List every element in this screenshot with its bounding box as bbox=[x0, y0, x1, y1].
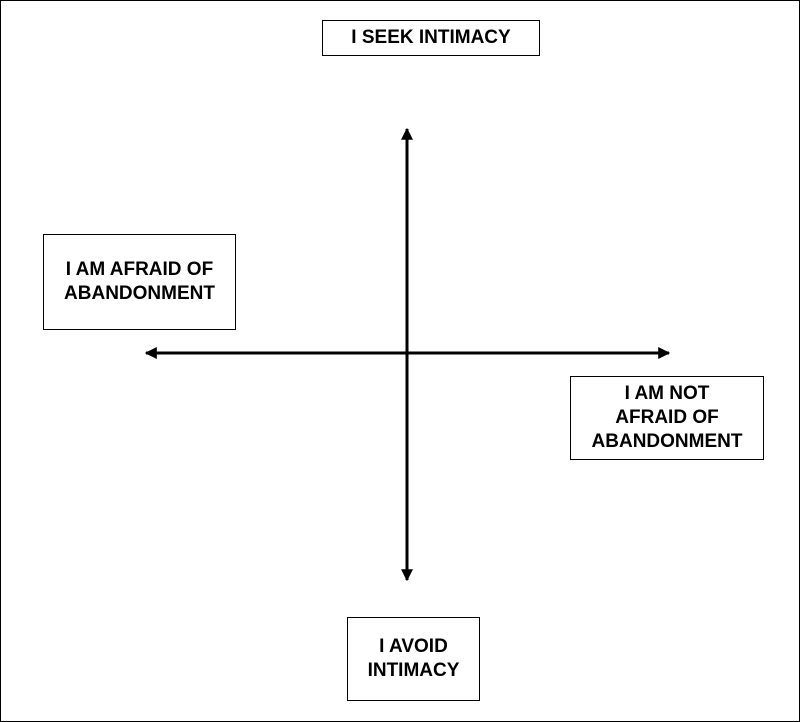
label-afraid-line-2: ABANDONMENT bbox=[64, 283, 215, 304]
label-not-afraid-line-2: AFRAID OF bbox=[615, 407, 719, 428]
label-avoid-intimacy: I AVOID INTIMACY bbox=[347, 617, 480, 701]
label-seek-intimacy-line-1: I SEEK INTIMACY bbox=[351, 27, 511, 48]
label-not-afraid-line-3: ABANDONMENT bbox=[591, 431, 743, 452]
label-seek-intimacy: I SEEK INTIMACY bbox=[322, 20, 540, 56]
label-afraid-of-abandonment: I AM AFRAID OF ABANDONMENT bbox=[43, 234, 236, 330]
label-avoid-line-1: I AVOID bbox=[379, 636, 448, 657]
label-avoid-line-2: INTIMACY bbox=[367, 660, 460, 681]
label-afraid-line-1: I AM AFRAID OF bbox=[65, 259, 214, 280]
label-not-afraid-of-abandonment: I AM NOT AFRAID OF ABANDONMENT bbox=[570, 376, 764, 460]
label-not-afraid-line-1: I AM NOT bbox=[624, 383, 710, 404]
